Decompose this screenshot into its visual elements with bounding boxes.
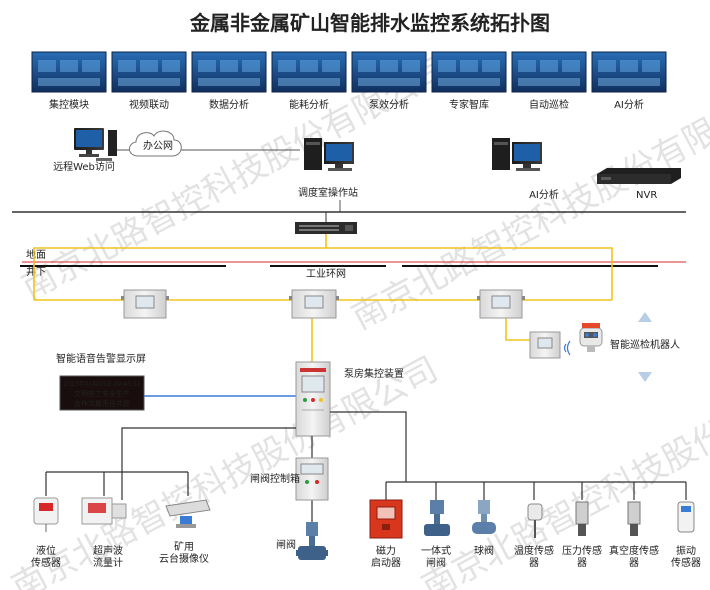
remote-web-pc[interactable] bbox=[74, 128, 117, 161]
inspection-robot[interactable] bbox=[579, 323, 603, 352]
screen-label: 集控模块 bbox=[49, 98, 89, 111]
robot-station-box[interactable] bbox=[529, 331, 561, 359]
vacuum-sensor-label-2: 器 bbox=[629, 557, 639, 569]
screen-thumbnail[interactable]: 视频联动 bbox=[111, 51, 187, 111]
dispatch-workstation[interactable] bbox=[304, 138, 354, 171]
camera-label-2: 云台摄像仪 bbox=[159, 552, 209, 565]
screen-thumbnail[interactable]: 数据分析 bbox=[191, 51, 267, 111]
int-valve-label-2: 闸阀 bbox=[426, 556, 446, 569]
voice-screen-label: 智能语音告警显示屏 bbox=[56, 352, 146, 365]
valve-control-box[interactable] bbox=[295, 457, 329, 501]
temp-sensor-label-1: 温度传感 bbox=[514, 544, 554, 557]
watermark-text-2: 南京北路智控科技股份有限公司 bbox=[345, 79, 710, 338]
ptz-camera[interactable] bbox=[165, 499, 211, 528]
pressure-sensor-label-1: 压力传感 bbox=[562, 544, 602, 557]
mag-starter-label-1: 磁力 bbox=[376, 544, 396, 557]
screen-label: 专家智库 bbox=[449, 98, 489, 111]
fiber-ring bbox=[33, 234, 613, 362]
screen-label: 数据分析 bbox=[209, 98, 249, 111]
vibration-sensor-label-1: 振动 bbox=[676, 544, 696, 557]
lower-links bbox=[45, 411, 687, 522]
int-valve-label-1: 一体式 bbox=[421, 544, 451, 557]
screen-thumbnail[interactable]: AI分析 bbox=[591, 51, 667, 111]
screen-label: AI分析 bbox=[614, 98, 644, 111]
nvr-device[interactable] bbox=[597, 168, 681, 184]
level-sensor-label-2: 传感器 bbox=[31, 556, 61, 569]
screen-thumbnail[interactable]: 能耗分析 bbox=[271, 51, 347, 111]
screen-label: 能耗分析 bbox=[289, 98, 329, 111]
vibration-sensor[interactable] bbox=[677, 501, 695, 533]
gate-valve-label: 闸阀 bbox=[276, 538, 296, 551]
screen-label: 自动巡检 bbox=[529, 98, 569, 111]
magnetic-starter[interactable] bbox=[369, 499, 403, 539]
ultrasonic-label-1: 超声波 bbox=[93, 544, 123, 557]
gate-valve[interactable] bbox=[296, 522, 328, 560]
vibration-sensor-label-2: 传感器 bbox=[671, 556, 701, 569]
ball-valve[interactable] bbox=[472, 500, 496, 534]
core-switch[interactable] bbox=[295, 222, 357, 234]
ai-analysis-pc[interactable] bbox=[492, 138, 542, 171]
led-line-3: 合作共赢责任共担 bbox=[74, 399, 130, 408]
remote-web-label: 远程Web访问 bbox=[53, 160, 115, 173]
diagram-title: 金属非金属矿山智能排水监控系统拓扑图 bbox=[189, 11, 550, 35]
dispatch-label: 调度室操作站 bbox=[298, 186, 358, 199]
nvr-label: NVR bbox=[636, 190, 657, 201]
ring-switch-1[interactable] bbox=[121, 289, 169, 319]
ring-switch-3[interactable] bbox=[477, 289, 525, 319]
temp-sensor-label-2: 器 bbox=[529, 557, 539, 569]
screen-thumbnail[interactable]: 自动巡检 bbox=[511, 51, 587, 111]
screen-thumbnail[interactable]: 泵效分析 bbox=[351, 51, 427, 111]
underground-label: 井下 bbox=[26, 265, 46, 278]
screen-thumbnail[interactable]: 专家智库 bbox=[431, 51, 507, 111]
robot-track-arrows bbox=[638, 312, 652, 382]
led-line-2: 文明施工安全生产 bbox=[74, 389, 130, 398]
screen-label: 视频联动 bbox=[129, 98, 169, 111]
screens-row: 集控模块 视频联动 数据分析 能耗分析 泵效分析 专家智库 自动巡检 AI分析 bbox=[31, 51, 667, 111]
ultrasonic-label-2: 流量计 bbox=[93, 556, 123, 569]
office-network-cloud: 办公网 bbox=[129, 130, 182, 157]
screen-label: 泵效分析 bbox=[369, 98, 409, 111]
level-sensor[interactable] bbox=[33, 497, 59, 532]
pressure-sensor-label-2: 器 bbox=[577, 557, 587, 569]
voice-alarm-screen[interactable]: 2023年01月03日 09:45:52 文明施工安全生产 合作共赢责任共担 bbox=[59, 375, 145, 411]
ring-switch-2[interactable] bbox=[289, 289, 339, 319]
screen-thumbnail[interactable]: 集控模块 bbox=[31, 51, 107, 111]
ai-analysis-label: AI分析 bbox=[529, 188, 559, 201]
pressure-sensor[interactable] bbox=[575, 501, 589, 536]
robot-label: 智能巡检机器人 bbox=[610, 338, 680, 351]
temperature-sensor[interactable] bbox=[527, 503, 543, 538]
wireless-icon bbox=[563, 340, 571, 356]
pump-room-label: 泵房集控装置 bbox=[344, 367, 404, 380]
office-network-label: 办公网 bbox=[143, 139, 173, 152]
valve-box-label: 闸阀控制箱 bbox=[250, 472, 300, 485]
vacuum-sensor-label-1: 真空度传感 bbox=[609, 544, 659, 557]
pump-room-controller[interactable] bbox=[295, 361, 331, 437]
integrated-gate-valve[interactable] bbox=[424, 500, 450, 536]
level-sensor-label-1: 液位 bbox=[36, 544, 56, 557]
led-line-1: 2023年01月03日 09:45:52 bbox=[63, 380, 141, 388]
ball-valve-label: 球阀 bbox=[474, 544, 494, 557]
mag-starter-label-2: 启动器 bbox=[371, 556, 401, 569]
vacuum-sensor[interactable] bbox=[627, 501, 641, 536]
camera-label-1: 矿用 bbox=[174, 540, 194, 553]
ground-label: 地面 bbox=[26, 248, 46, 261]
ring-network-label: 工业环网 bbox=[306, 268, 346, 280]
ultrasonic-flowmeter[interactable] bbox=[81, 497, 127, 525]
